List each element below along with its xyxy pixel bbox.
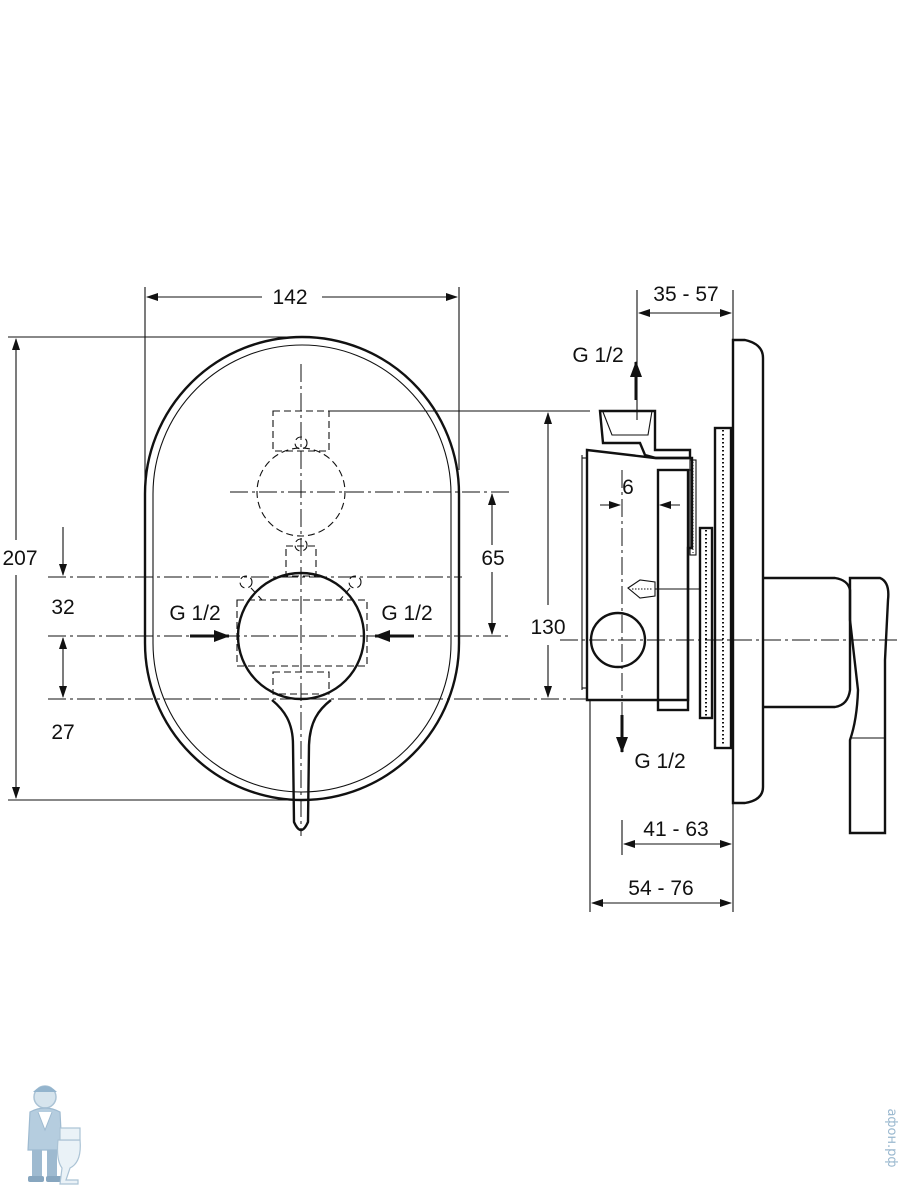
width-label: 142 <box>272 286 307 309</box>
inlet-right-label: G 1/2 <box>381 602 432 625</box>
front-extension-lines <box>8 287 590 801</box>
front-view: 142 207 32 27 65 G 1/2 G 1/2 <box>2 286 590 836</box>
plumber-mascot-icon <box>27 1085 81 1185</box>
cover-plate-profile <box>731 338 765 805</box>
cover-plate-outline <box>143 335 461 802</box>
threaded-sleeve <box>698 426 733 750</box>
upper-offset-label: 32 <box>51 596 74 619</box>
depth-b-label: 41 - 63 <box>643 818 708 841</box>
watermark-text: афон.рф <box>884 1108 899 1167</box>
bottom-outlet-label: G 1/2 <box>634 750 685 773</box>
lower-offset-label: 27 <box>51 721 74 744</box>
height-label: 207 <box>2 547 37 570</box>
plaster-guard <box>656 468 690 712</box>
inlet-left-label: G 1/2 <box>169 602 220 625</box>
top-outlet-label: G 1/2 <box>572 344 623 367</box>
serrated-strip <box>689 459 697 556</box>
mounting-screw <box>627 579 700 599</box>
outlet-spacing-label: 65 <box>481 547 504 570</box>
depth-c-label: 54 - 76 <box>628 877 693 900</box>
offset-label: 6 <box>622 476 634 499</box>
hidden-body-parts <box>236 410 368 695</box>
cover-plate-inner-edge <box>152 344 452 793</box>
side-center-lines <box>560 470 900 730</box>
handle-spindle <box>763 576 852 709</box>
side-lever-handle <box>848 576 890 835</box>
front-center-lines <box>48 364 590 836</box>
body-height-label: 130 <box>530 616 565 639</box>
depth-a-label: 35 - 57 <box>653 283 718 306</box>
side-view: 35 - 57 41 - 63 54 - 76 130 6 G 1/2 G 1/… <box>530 283 900 912</box>
